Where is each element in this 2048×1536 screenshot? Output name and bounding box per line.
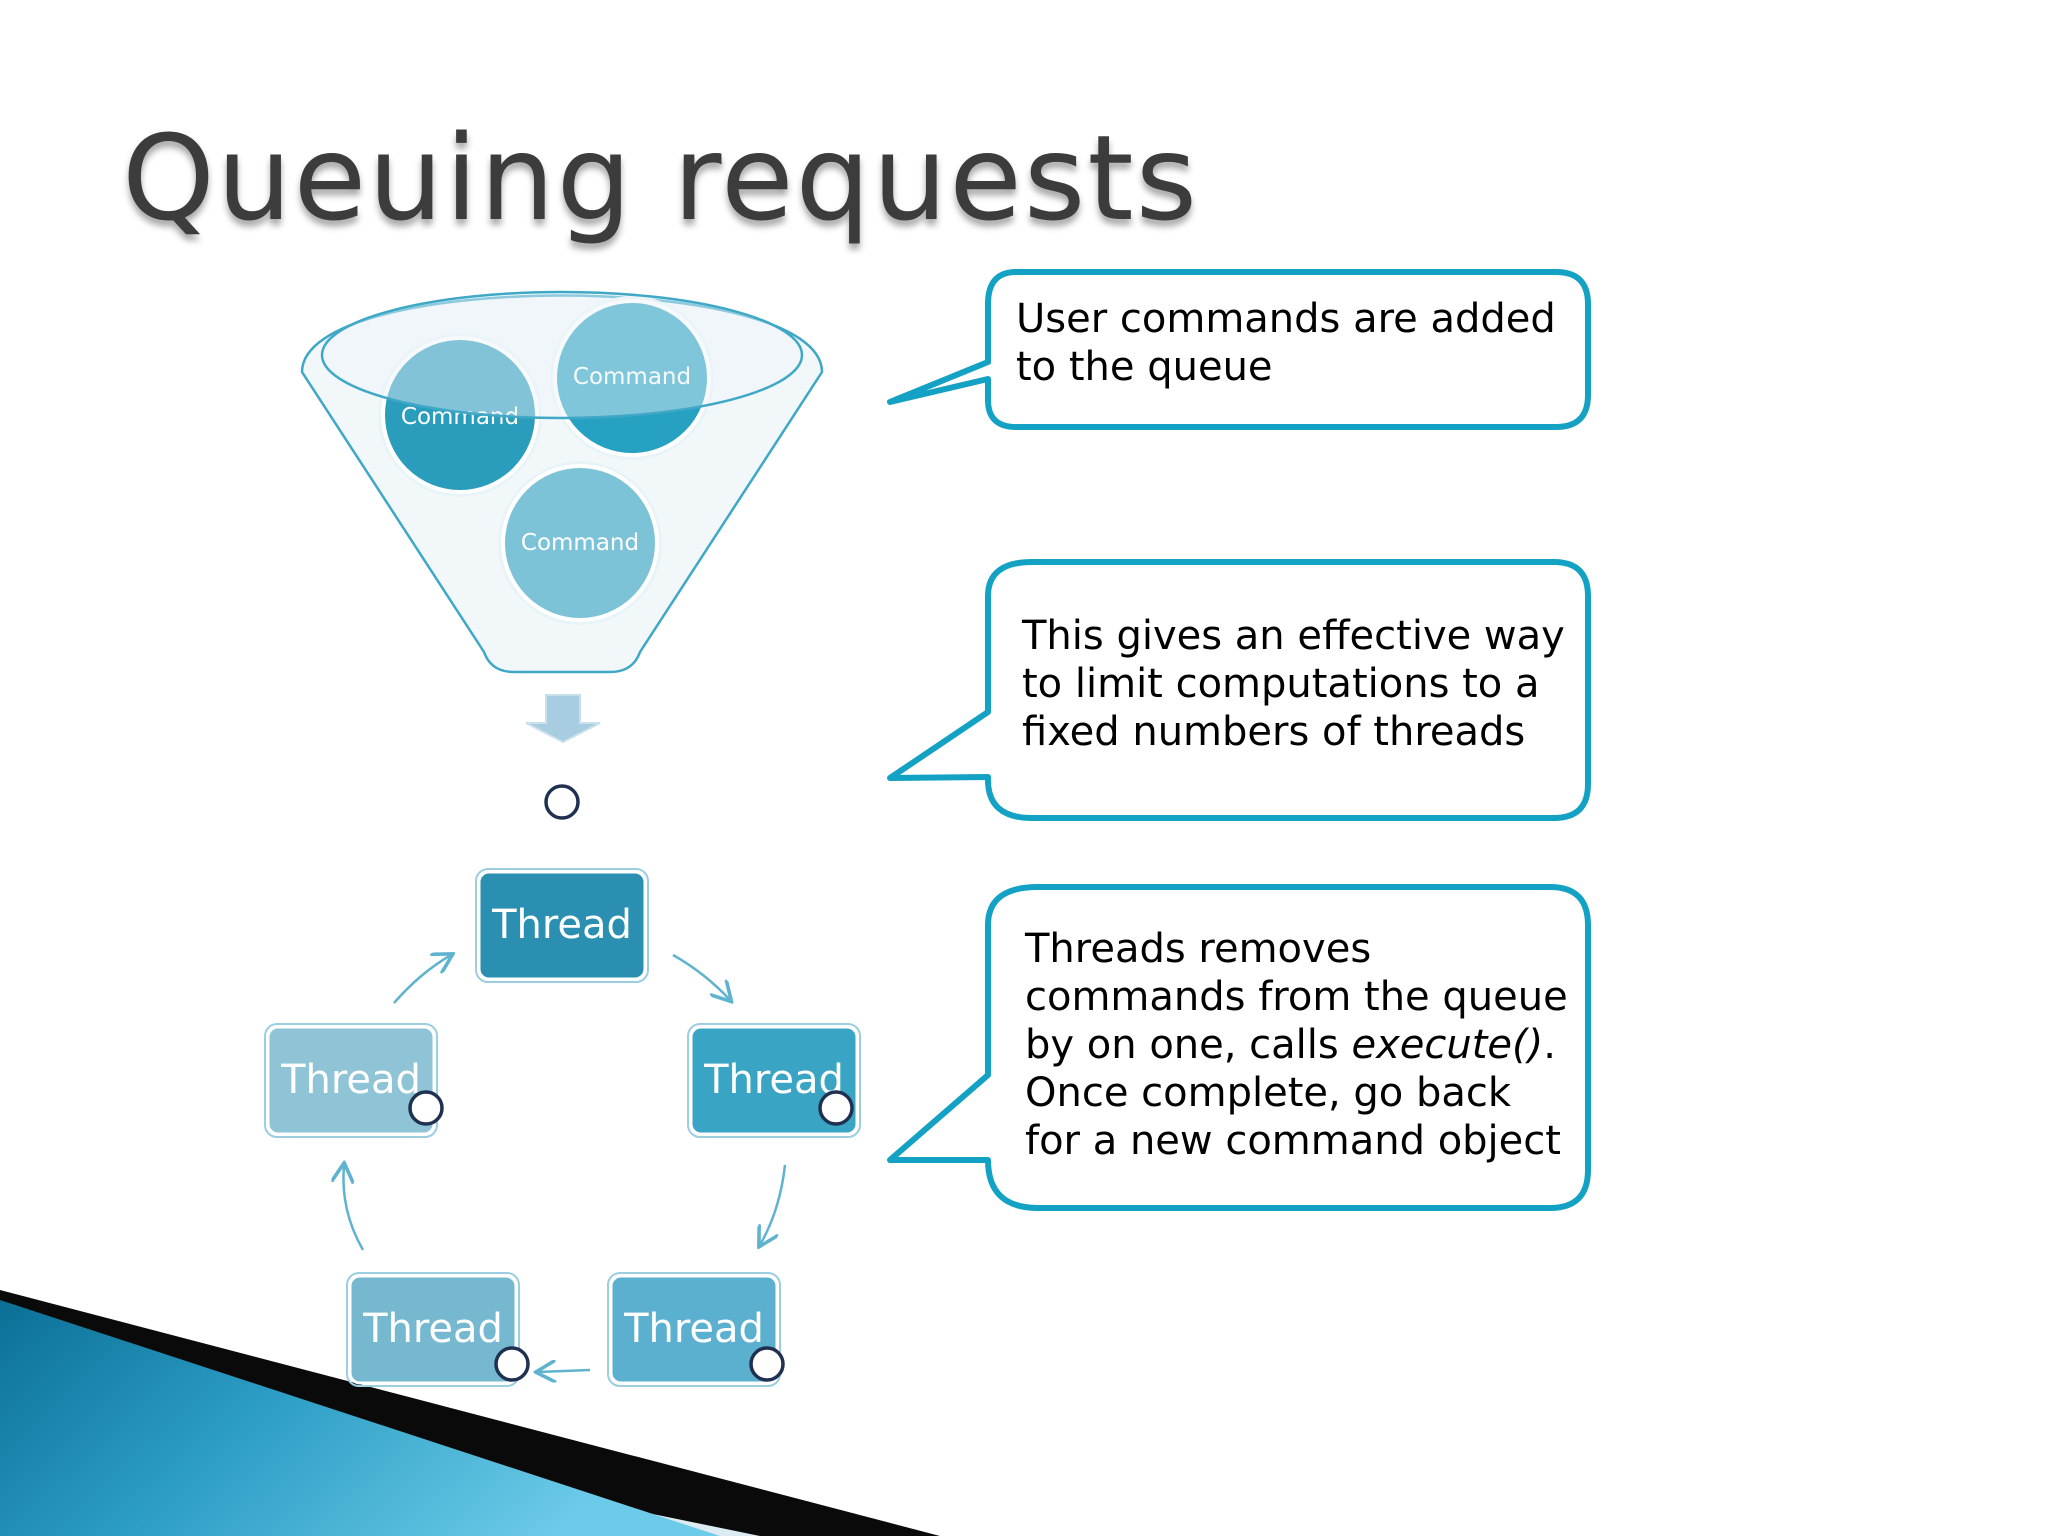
callout-shape bbox=[887, 269, 1591, 430]
callout-text: This gives an effective way to limit com… bbox=[1022, 613, 1565, 755]
cycle-arrow-icon bbox=[538, 1370, 591, 1372]
cycle-arrow-icon bbox=[672, 953, 730, 1000]
callout-text-part: . Once complete, go back for a new comma… bbox=[1025, 1022, 1561, 1164]
command-label: Command bbox=[521, 530, 639, 556]
command-label: Command bbox=[573, 364, 691, 390]
cycle-arrow-icon bbox=[343, 1165, 365, 1251]
connector-dot-icon bbox=[408, 1090, 444, 1126]
thread-label: Thread bbox=[491, 902, 632, 948]
cycle-arrow-icon bbox=[393, 955, 451, 1004]
connector-dot-icon bbox=[749, 1346, 785, 1382]
callout-text: Threads removes commands from the queue … bbox=[1025, 925, 1568, 1165]
callout-shape bbox=[887, 559, 1591, 821]
page-title: Queuing requests bbox=[122, 109, 1200, 247]
thread-box: Thread bbox=[264, 1023, 438, 1138]
thread-box: Thread bbox=[607, 1272, 781, 1387]
callout-shape bbox=[887, 884, 1591, 1211]
callout-text: User commands are added to the queue bbox=[1016, 296, 1556, 390]
thread-label: Thread bbox=[280, 1057, 421, 1103]
connector-dot-icon bbox=[494, 1346, 530, 1382]
thread-box: Thread bbox=[346, 1272, 520, 1387]
thread-cycle: Thread Thread Thread Thread Thread bbox=[264, 868, 861, 1387]
callout-code-text: execute() bbox=[1351, 1022, 1544, 1068]
corner-decoration bbox=[0, 1290, 940, 1536]
command-item: Command bbox=[498, 461, 662, 625]
thread-label: Thread bbox=[703, 1057, 844, 1103]
thread-label: Thread bbox=[623, 1306, 764, 1352]
thread-box: Thread bbox=[687, 1023, 861, 1138]
connector-dot-icon bbox=[544, 784, 580, 820]
thread-box: Thread bbox=[475, 868, 649, 983]
cycle-arrow-icon bbox=[760, 1164, 787, 1245]
down-arrow-icon bbox=[525, 694, 601, 744]
thread-label: Thread bbox=[362, 1306, 503, 1352]
funnel-rim bbox=[320, 290, 804, 420]
command-item: Command bbox=[378, 333, 542, 497]
connector-dot-icon bbox=[818, 1090, 854, 1126]
callout-text-part: Threads removes commands from the queue … bbox=[1025, 926, 1568, 1068]
